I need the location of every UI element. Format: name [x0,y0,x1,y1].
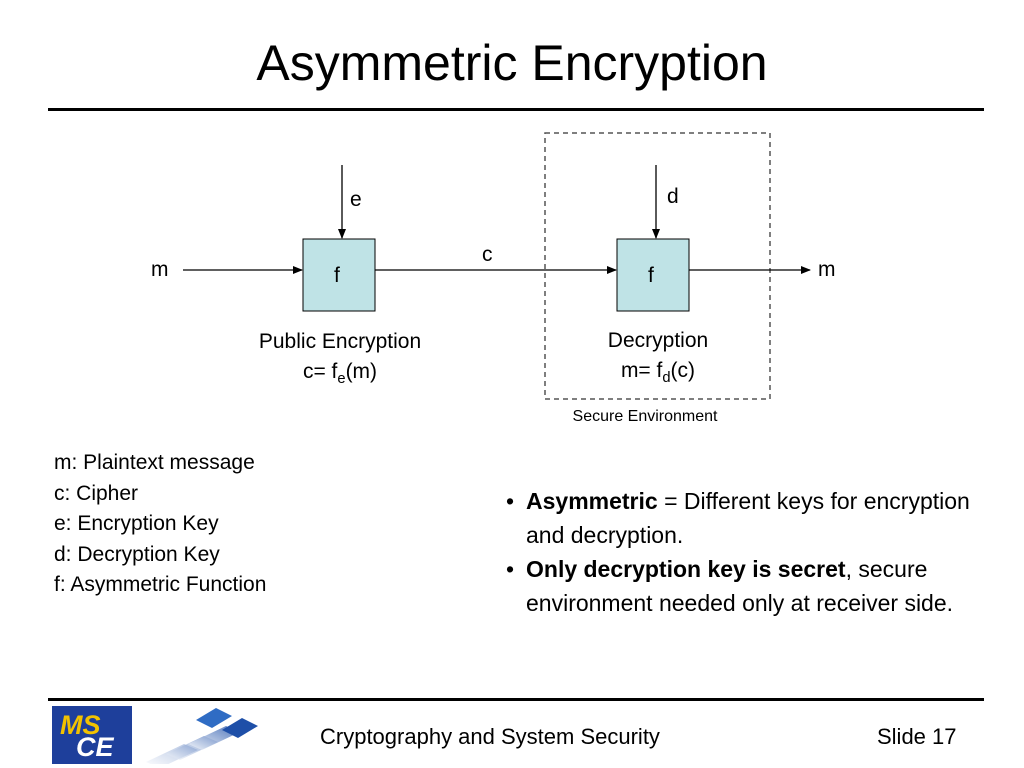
encryption-function-box [302,238,376,312]
bullet-bold-text: Asymmetric [526,488,658,514]
tiles-logo-graphic [146,708,258,764]
slide-title: Asymmetric Encryption [256,35,768,91]
symbol-legend: m: Plaintext message c: Cipher e: Encryp… [54,448,266,601]
decryption-function-label: f [648,264,654,287]
output-m-label: m [818,258,836,281]
legend-item: c: Cipher [54,481,139,505]
key-points: • Asymmetric = Different keys for encrypt… [506,484,976,620]
decryption-formula-lhs: m= f [620,359,663,382]
decryption-caption-title: Decryption [607,329,709,352]
footer-course-title: Cryptography and System Security [320,724,660,749]
secure-environment-label: Secure Environment [572,408,718,425]
encryption-diagram [183,132,811,400]
encryption-caption-title: Public Encryption [258,330,422,353]
encryption-formula-lhs: c= f [302,360,338,383]
encryption-key-e-label: e [350,188,362,211]
cipher-c-label: c [482,243,493,266]
decryption-function-box [616,238,690,312]
decryption-formula: m= fd(c) [548,356,768,393]
encryption-function-label: f [334,264,340,287]
decryption-key-d-label: d [667,185,679,208]
bullet-text: , secure environment needed only at rece… [526,556,954,616]
bullet-item: • Only decryption key is secret, secure e… [506,552,976,620]
bullet-text: = Different keys for encryption and decr… [526,488,970,548]
bullet-item: • Asymmetric = Different keys for encrypt… [506,484,976,552]
input-m-label: m [151,258,169,281]
decryption-caption: Decryption m= fd(c) [548,326,768,393]
footer-divider [48,698,984,701]
legend-item: m: Plaintext message [54,451,255,474]
bullet-dot-icon: • [506,556,515,582]
decryption-formula-rhs: (c) [670,359,696,382]
encryption-caption: Public Encryption c= fe(m) [220,327,460,394]
bullet-bold-text: Only decryption key is secret [526,556,846,582]
encryption-formula: c= fe(m) [220,357,460,394]
encryption-formula-rhs: (m) [345,360,378,383]
legend-item: d: Decryption Key [54,542,220,566]
bullet-dot-icon: • [506,488,515,514]
secure-environment-region [544,132,771,400]
legend-item: f: Asymmetric Function [54,573,267,596]
slide-number: Slide 17 [877,724,957,749]
legend-item: e: Encryption Key [54,512,219,535]
title-divider [48,108,984,111]
encryption-formula-subscript: e [337,371,346,388]
decryption-formula-subscript: d [662,370,671,387]
